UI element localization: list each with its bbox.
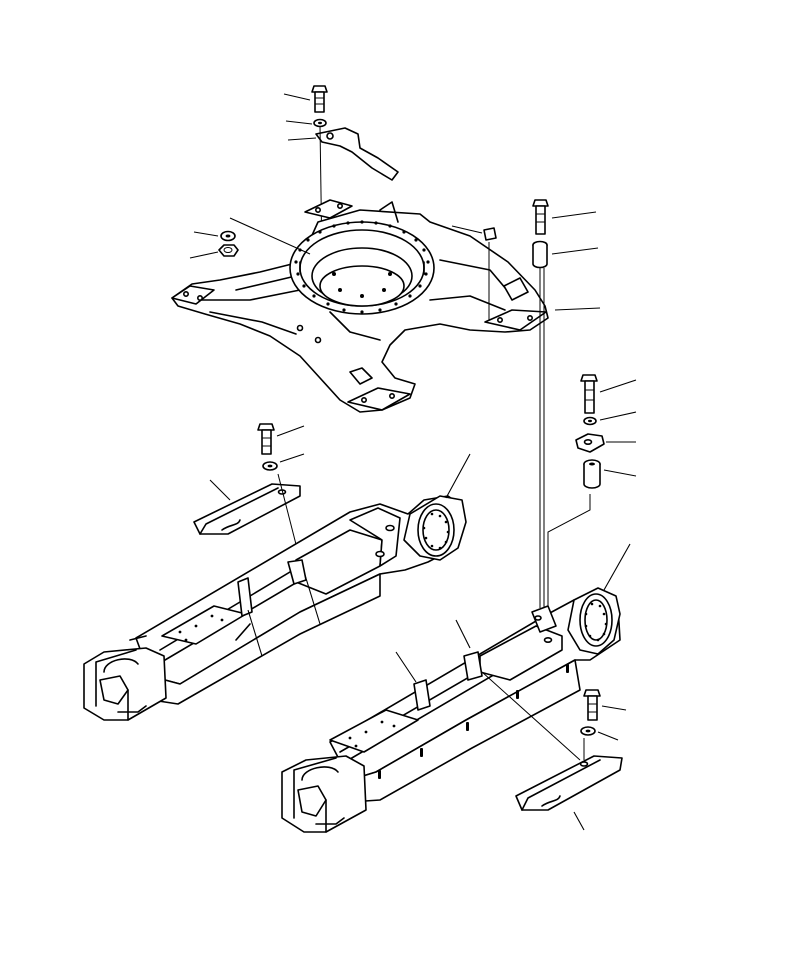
right-spacer	[532, 240, 548, 269]
leader-line	[189, 251, 219, 259]
axis-line	[481, 671, 581, 761]
left-washer	[220, 230, 236, 242]
center-frame	[171, 199, 549, 413]
mid-collar	[583, 459, 601, 489]
leader-line	[599, 411, 637, 421]
upper-washer	[313, 118, 327, 128]
right-side-frame	[281, 587, 621, 833]
leader-line	[601, 705, 627, 711]
leader-line	[573, 811, 585, 831]
right-cover-washer	[580, 726, 596, 736]
mid-washer	[583, 416, 597, 426]
upper-bracket	[315, 127, 399, 181]
left-cover	[193, 483, 301, 535]
leader-line	[603, 543, 631, 591]
axis-line	[547, 494, 591, 608]
right-bolt	[532, 199, 549, 235]
right-cover	[515, 755, 623, 811]
leader-line	[229, 217, 311, 255]
leader-line	[599, 379, 637, 393]
upper-bolt	[311, 85, 328, 113]
leader-line	[285, 120, 313, 125]
leader-line	[451, 225, 483, 234]
leader-line	[445, 453, 471, 499]
leader-line	[209, 479, 231, 501]
leader-line	[304, 574, 321, 625]
right-cover-bolt	[583, 689, 601, 721]
mid-plate	[575, 433, 605, 453]
leader-line	[287, 137, 317, 141]
leader-line	[554, 307, 601, 311]
leader-line	[276, 425, 305, 437]
leader-line	[247, 609, 263, 657]
leader-line	[395, 651, 417, 683]
leader-line	[193, 231, 219, 237]
mid-bolt	[580, 374, 598, 414]
leader-line	[551, 211, 597, 219]
leader-line	[455, 619, 471, 649]
leader-line	[283, 93, 311, 101]
leader-line	[603, 469, 637, 477]
leader-line	[279, 453, 305, 463]
left-cover-bolt	[257, 423, 275, 455]
leader-line	[551, 247, 599, 255]
plug	[483, 227, 497, 241]
left-side-frame	[83, 495, 467, 721]
left-nut	[218, 244, 239, 257]
left-cover-washer	[262, 461, 278, 471]
leader-line	[597, 731, 619, 741]
